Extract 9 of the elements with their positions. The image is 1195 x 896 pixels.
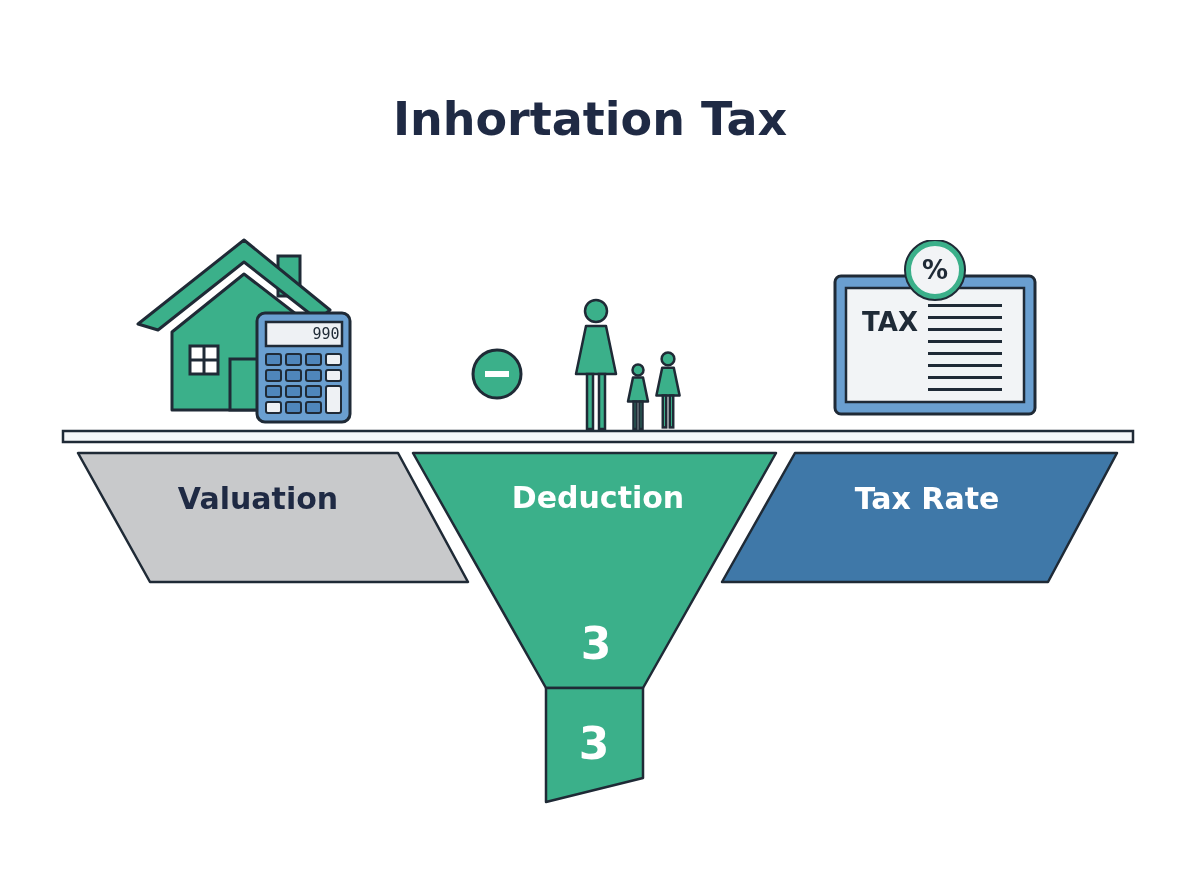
title: Inhortation Tax: [391, 92, 789, 146]
panel-label: Tax Rate: [854, 484, 1000, 514]
panel-label: Deduction: [511, 483, 685, 513]
document-heading: TAX: [862, 309, 918, 335]
panel-label: Valuation: [177, 484, 339, 514]
step-number: 3: [578, 722, 610, 766]
percent-sign: %: [921, 257, 949, 283]
step-number: 3: [580, 622, 612, 666]
calculator-display-text: 990: [312, 326, 340, 342]
